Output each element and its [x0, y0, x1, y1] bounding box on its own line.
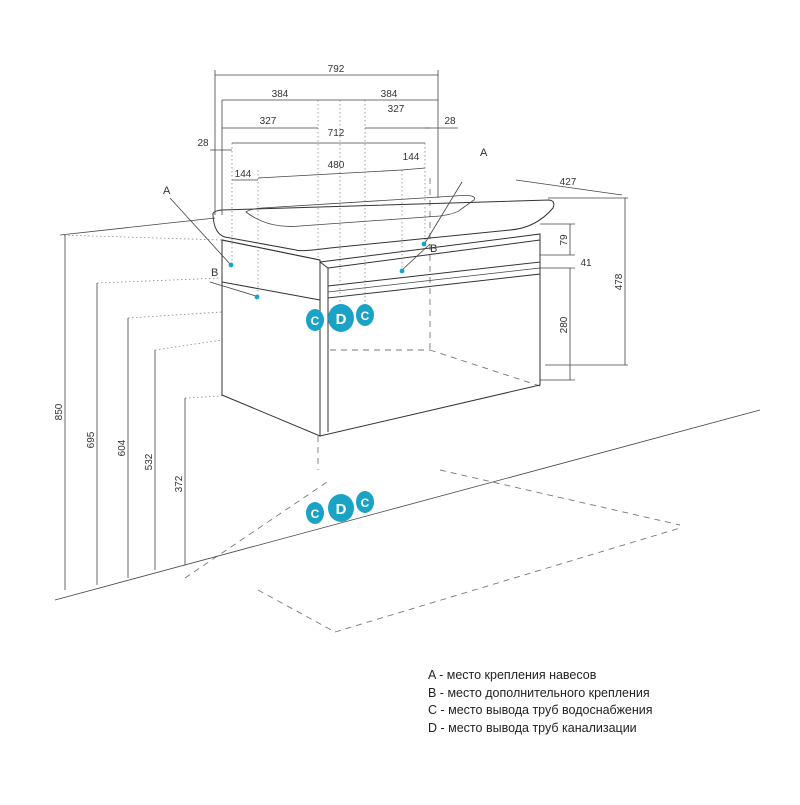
- marker-b-right: B: [430, 243, 437, 255]
- height-guides: [59, 100, 426, 399]
- legend-item-b: B - место дополнительного крепления: [428, 685, 650, 700]
- dim-792: 792: [328, 64, 345, 75]
- legend-item-c: C - место вывода труб водоснабжения: [428, 703, 653, 717]
- marker-leaders: A B A B: [163, 147, 488, 300]
- svg-text:C: C: [361, 309, 370, 323]
- pipe-markers-wall: C D C: [306, 304, 374, 332]
- dim-384-right: 384: [381, 89, 398, 100]
- svg-text:C: C: [311, 314, 320, 328]
- dimension-values: 792 384 384 327 327 712 28 28 144 480 14…: [54, 64, 625, 492]
- dim-144-left: 144: [235, 169, 252, 180]
- wall-outline: [54, 217, 761, 601]
- marker-a-left: A: [163, 185, 171, 197]
- dim-604: 604: [117, 439, 128, 456]
- dim-712: 712: [328, 128, 345, 139]
- legend: A - место крепления навесов B - место до…: [428, 667, 653, 737]
- dim-144-right: 144: [403, 152, 420, 163]
- dim-327-right: 327: [388, 104, 405, 115]
- pipe-c-left-floor: [306, 502, 324, 524]
- dim-41: 41: [580, 258, 592, 269]
- pipe-c-left-wall: [306, 309, 324, 331]
- svg-text:D: D: [336, 501, 347, 518]
- dim-28-left: 28: [197, 138, 209, 149]
- dim-427: 427: [560, 177, 577, 188]
- legend-item-a: A - место крепления навесов: [428, 668, 597, 682]
- dim-695: 695: [86, 431, 97, 448]
- dim-478: 478: [614, 273, 625, 290]
- dim-280: 280: [559, 316, 570, 333]
- top-dimension-lines: [210, 70, 623, 215]
- pipe-c-right-floor: [356, 491, 374, 513]
- svg-text:C: C: [311, 507, 320, 521]
- dim-28-right: 28: [444, 116, 456, 127]
- dim-480: 480: [328, 160, 345, 171]
- pipe-d-floor: [328, 494, 354, 522]
- pipe-d-wall: [328, 304, 354, 332]
- marker-b-left: B: [211, 267, 218, 279]
- dim-327-left: 327: [260, 116, 277, 127]
- svg-text:D: D: [336, 311, 347, 328]
- left-dimension-lines: [64, 235, 186, 590]
- legend-item-d: D - место вывода труб канализации: [428, 720, 637, 735]
- vanity-cabinet: [221, 233, 541, 437]
- pipe-c-right-wall: [356, 304, 374, 326]
- right-dimension-lines: [540, 197, 628, 381]
- dim-850: 850: [54, 403, 65, 420]
- sink-basin: [212, 195, 555, 252]
- svg-text:C: C: [361, 496, 370, 510]
- pipe-markers-floor: C D C: [306, 491, 374, 524]
- dim-79: 79: [559, 234, 570, 246]
- marker-a-right: A: [480, 147, 488, 159]
- floor-outline: [184, 178, 681, 633]
- dim-372: 372: [174, 475, 185, 492]
- dim-532: 532: [144, 453, 155, 470]
- dim-384-left: 384: [272, 89, 289, 100]
